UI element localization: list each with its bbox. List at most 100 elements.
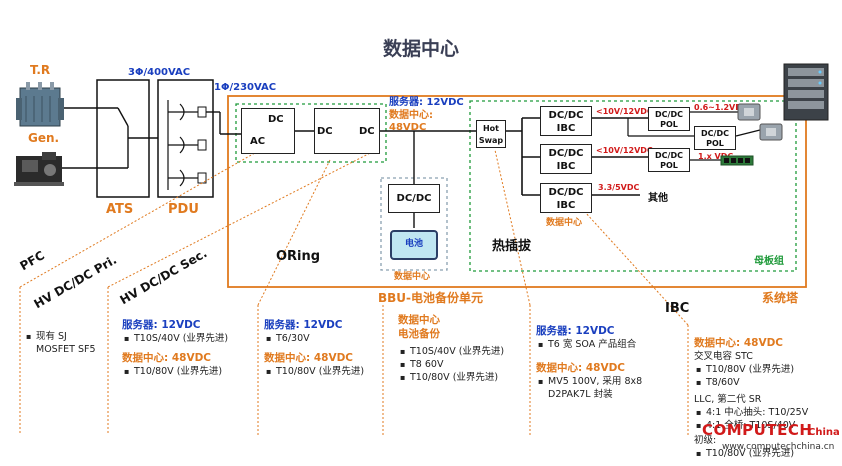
ats-label: ATS [106,202,134,217]
bbu-dcdc-block: DC/DC [388,184,440,213]
bbu-l1-item-1: T10S/40V (业界先进) [400,345,526,358]
pdu-label: PDU [168,202,199,217]
other-label: 其他 [648,193,668,204]
page-title: 数据中心 [382,38,459,60]
ibc-out-3: 3.3/5VDC [598,183,640,192]
bbu-h1b: 电池备份 [398,328,440,340]
pol-block-3: DC/DC POL [648,148,690,172]
hv-dcdc-right-label: DC [359,126,375,137]
motherboard-label: 母板组 [754,256,784,267]
hot-swap-line1: Hot [482,124,499,133]
hv-sec-list-2: T10/80V (业界先进) [122,365,254,378]
pol-3-line2: POL [660,161,678,170]
ibc-p3: 初级: [694,435,717,446]
pfc-list: 现有 SJ MOSFET SF5 [24,330,102,356]
memory-module-icon [720,155,754,166]
oring-h1: 服务器: 12VDC [264,319,343,331]
ibc-2-line2: IBC [556,161,576,172]
ibc-2-line1: DC/DC [548,148,584,159]
pol-out-1: 0.6~1.2VDC [694,103,748,112]
ibc-list-2: 4:1 中心抽头: T10/25V 4:1 全桥: T10S/40V [694,406,840,432]
cpu-chip-icon [737,103,761,121]
oring-l2-item-1: T10/80V (业界先进) [266,365,380,378]
hv-sec-h2: 数据中心: 48VDC [122,352,212,364]
pol-block-2: DC/DC POL [694,126,736,150]
pfc-item-1: 现有 SJ MOSFET SF5 [26,330,102,356]
column-hotplug: 服务器: 12VDC T6 宽 SOA 产品组合 数据中心: 48VDC MV5… [536,324,684,407]
ibc-l2-item-1: 4:1 中心抽头: T10/25V [696,406,840,419]
hot-swap-block: Hot Swap [476,120,506,148]
pol-block-1: DC/DC POL [648,107,690,131]
tr-label: T.R [30,63,51,77]
ibc-block-2: DC/DC IBC [540,144,592,174]
column-bbu: 数据中心 电池备份 T10S/40V (业界先进) T8 60V T10/80V… [398,313,526,390]
pol-1-line2: POL [660,120,678,129]
oring-h2: 数据中心: 48VDC [264,352,354,364]
hv-sec-list-1: T10S/40V (业界先进) [122,332,254,345]
hv-sec-l2-item-1: T10/80V (业界先进) [124,365,254,378]
ibc-block-3: DC/DC IBC [540,183,592,213]
system-tower-label: 系统塔 [762,291,799,305]
ibc-list-3: T10/80V (业界先进) [694,447,840,460]
ac-dc-ac-label: AC [250,136,266,147]
hotplug-l1-item-1: T6 宽 SOA 产品组合 [538,338,684,351]
watermark-url: www.computechchina.cn [722,442,835,452]
battery-icon: 电池 [390,230,438,260]
pol-out-2: 1.x VDC [698,152,734,161]
hot-swap-line2: Swap [478,136,504,145]
bus-datacenter-label: 数据中心: [389,110,433,121]
bbu-list-1: T10S/40V (业界先进) T8 60V T10/80V (业界先进) [398,345,526,384]
hv-sec-h1: 服务器: 12VDC [122,319,201,331]
transformer-icon [16,82,64,127]
ac-dc-dc-label: DC [268,114,284,125]
oring-label: ORing [276,249,321,264]
ibc-l1-item-2: T8/60V [696,376,840,389]
ac-dc-block: DC AC [241,108,295,154]
hv-sec-l1-item-1: T10S/40V (业界先进) [124,332,254,345]
ibc-3-line2: IBC [556,200,576,211]
ibc-block-1: DC/DC IBC [540,106,592,136]
watermark-brand: COMPUTECH [702,421,813,439]
watermark-suffix: China [808,427,840,438]
ibc-3-line1: DC/DC [548,187,584,198]
bbu-h1a: 数据中心 [398,314,440,326]
bus-datacenter-voltage: 48VDC [389,122,427,133]
column-hv-sec: 服务器: 12VDC T10S/40V (业界先进) 数据中心: 48VDC T… [122,318,254,384]
bbu-datacenter-label: 数据中心 [394,272,431,282]
ibc-1-line1: DC/DC [548,110,584,121]
bus-server-label: 服务器: 12VDC [389,97,464,108]
bbu-label: BBU-电池备份单元 [378,291,484,305]
hv-dcdc-left-label: DC [317,126,333,137]
column-ibc: 数据中心: 48VDC 交叉电容 STC T10/80V (业界先进) T8/6… [694,336,840,466]
column-pfc: 现有 SJ MOSFET SF5 [24,330,102,362]
voltage-3phase: 3Φ/400VAC [128,67,191,78]
ibc-1-line2: IBC [556,123,576,134]
pol-1-line1: DC/DC [655,110,683,119]
generator-icon [14,152,64,186]
voltage-1phase: 1Φ/230VAC [214,82,277,93]
ibc-l2-item-2: 4:1 全桥: T10S/40V [696,419,840,432]
ibc-l3-item-1: T10/80V (业界先进) [696,447,840,460]
bbu-l1-item-3: T10/80V (业界先进) [400,371,526,384]
hotplug-l2-item-1: MV5 100V, 采用 8x8 D2PAK7L 封装 [538,375,684,401]
hotplug-list-1: T6 宽 SOA 产品组合 [536,338,684,351]
oring-l1-item-1: T6/30V [266,332,380,345]
pol-3-line1: DC/DC [655,151,683,160]
hotplug-h2: 数据中心: 48VDC [536,362,626,374]
gpu-chip-icon [759,123,783,141]
ibc-datacenter-label: 数据中心 [546,218,583,228]
ibc-p2: LLC, 第二代 SR [694,394,762,405]
hv-dcdc-block: DC DC [314,108,380,154]
hotplug-list-2: MV5 100V, 采用 8x8 D2PAK7L 封装 [536,375,684,401]
ibc-h1: 数据中心: 48VDC [694,337,784,349]
ibc-out-2: <10V/12VDC [596,146,653,155]
oring-list-1: T6/30V [264,332,380,345]
ibc-list-1: T10/80V (业界先进) T8/60V [694,363,840,389]
gen-label: Gen. [28,131,60,145]
oring-list-2: T10/80V (业界先进) [264,365,380,378]
pol-2-line1: DC/DC [701,129,729,138]
ibc-out-1: <10V/12VDC [596,107,653,116]
server-rack-icon [783,63,829,121]
battery-label: 电池 [405,239,424,249]
